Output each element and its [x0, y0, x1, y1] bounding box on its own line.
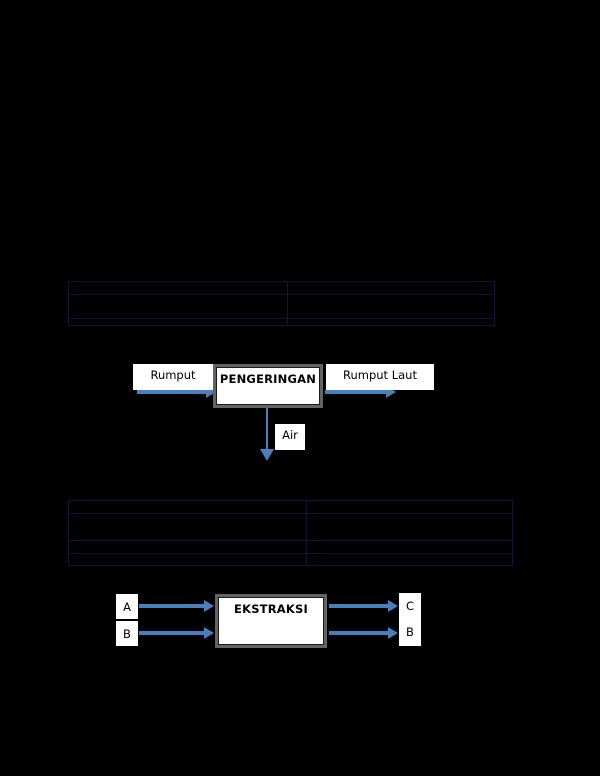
stream-label-air: Air — [275, 424, 305, 450]
process-block-ekstraksi: EKSTRAKSI — [215, 594, 327, 648]
process-block-pengeringan-label: PENGERINGAN — [219, 372, 317, 386]
arrowhead-icon — [386, 386, 396, 398]
ghost-table-bottom-row-divider-1 — [69, 513, 512, 514]
stream-label-input-b-text: B — [123, 626, 131, 641]
arrowhead-icon — [204, 600, 214, 612]
ghost-table-bottom-row-divider-2 — [69, 540, 512, 541]
arrowhead-icon — [206, 386, 216, 398]
arrow-pengeringan-to-rumput-laut — [325, 386, 396, 398]
arrow-ekstraksi-to-output-b — [329, 627, 398, 639]
stream-label-air-text: Air — [282, 428, 298, 442]
stream-label-input-b: B — [116, 621, 138, 646]
arrowhead-icon — [260, 449, 274, 461]
arrow-pengeringan-to-air — [260, 406, 274, 461]
ghost-table-bottom — [68, 500, 513, 566]
stream-label-input-a-text: A — [123, 599, 131, 614]
ghost-table-top-row-divider-1 — [69, 294, 494, 295]
stream-label-input-a: A — [116, 594, 138, 619]
arrow-ekstraksi-to-output-c — [329, 600, 398, 612]
stream-label-rumput-laut-text: Rumput Laut — [343, 368, 417, 382]
ghost-table-top — [68, 281, 495, 326]
arrow-input-b-to-ekstraksi — [139, 627, 214, 639]
stream-label-rumput-text: Rumput — [150, 368, 196, 382]
arrowhead-icon — [204, 627, 214, 639]
process-block-pengeringan: PENGERINGAN — [213, 364, 323, 408]
stream-label-output-c-text: C — [405, 599, 415, 613]
arrowhead-icon — [388, 600, 398, 612]
ghost-table-bottom-column-divider — [306, 501, 307, 565]
stream-label-output-b-text: B — [406, 625, 414, 639]
process-block-ekstraksi-label: EKSTRAKSI — [234, 602, 308, 616]
ghost-table-top-column-divider — [287, 282, 288, 325]
arrow-rumput-to-pengeringan — [137, 386, 216, 398]
ghost-table-top-row-divider-2 — [69, 318, 494, 319]
arrowhead-icon — [388, 627, 398, 639]
stream-label-outputs: C B — [399, 593, 421, 646]
stream-label-rumput: Rumput — [133, 364, 213, 390]
ghost-table-bottom-row-divider-3 — [69, 553, 512, 554]
arrow-input-a-to-ekstraksi — [139, 600, 214, 612]
stream-label-rumput-laut: Rumput Laut — [326, 364, 434, 390]
